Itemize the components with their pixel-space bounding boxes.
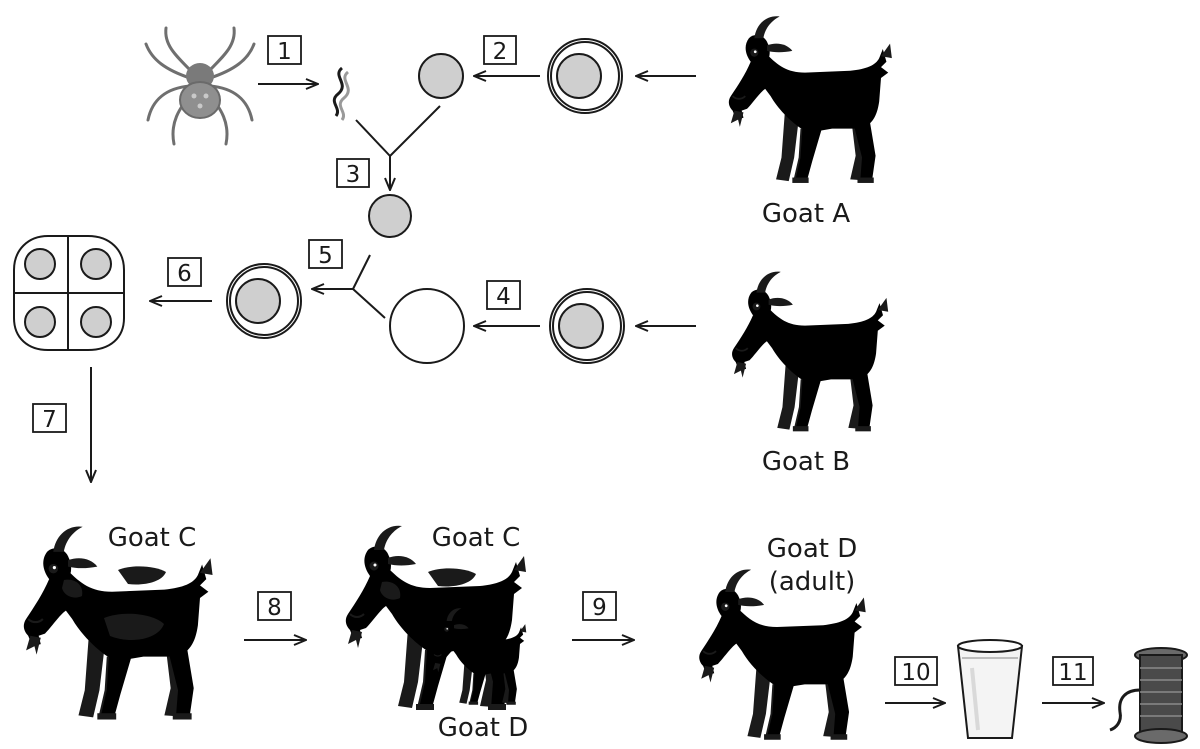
svg-text:8: 8: [267, 595, 282, 621]
goat-c-icon: [22, 525, 214, 721]
cell-goat-a: [547, 38, 623, 114]
enucleated-egg: [389, 288, 465, 364]
svg-text:3: 3: [346, 162, 361, 188]
goat-d-label-2: (adult): [769, 567, 856, 597]
step-box-5: 5: [308, 239, 343, 269]
goat-c-with-kid-icon: [344, 524, 527, 711]
goat-c-label-2: Goat C: [432, 523, 521, 553]
step-box-11: 11: [1052, 656, 1094, 686]
goat-b-label: Goat B: [762, 447, 850, 477]
transfer-junction: [312, 254, 386, 319]
step-box-2: 2: [483, 35, 517, 65]
svg-text:10: 10: [901, 660, 930, 686]
step-box-4: 4: [486, 280, 521, 310]
reconstructed-egg: [226, 263, 302, 339]
goat-b-icon: [730, 270, 890, 433]
svg-text:4: 4: [496, 284, 511, 310]
fusion-junction: [355, 105, 441, 190]
step-box-10: 10: [894, 656, 938, 686]
svg-text:2: 2: [493, 39, 508, 65]
svg-text:7: 7: [42, 407, 57, 433]
goat-a-label: Goat A: [762, 199, 850, 229]
spider-icon: [144, 26, 256, 146]
step-box-8: 8: [257, 591, 292, 621]
fused-nucleus: [368, 194, 412, 238]
svg-text:11: 11: [1058, 660, 1087, 686]
cell-goat-b: [549, 288, 625, 364]
goat-d-label-kid: Goat D: [438, 713, 528, 743]
step-box-3: 3: [336, 158, 370, 188]
glass-of-milk-icon: [956, 639, 1024, 739]
goat-a-icon: [727, 15, 893, 185]
svg-text:6: 6: [177, 261, 192, 287]
step-box-6: 6: [167, 257, 202, 287]
thread-spool-icon: [1109, 647, 1188, 744]
svg-text:9: 9: [592, 595, 607, 621]
step-box-1: 1: [267, 35, 302, 65]
svg-text:1: 1: [277, 39, 292, 65]
embryo-four-cell: [13, 235, 125, 351]
step-box-7: 7: [32, 403, 67, 433]
goat-d-label-1: Goat D: [767, 534, 857, 564]
goat-c-label-1: Goat C: [108, 523, 197, 553]
nucleus-a: [418, 53, 464, 99]
svg-text:5: 5: [318, 243, 333, 269]
dna-fragment-icon: [332, 66, 350, 121]
step-box-9: 9: [582, 591, 617, 621]
